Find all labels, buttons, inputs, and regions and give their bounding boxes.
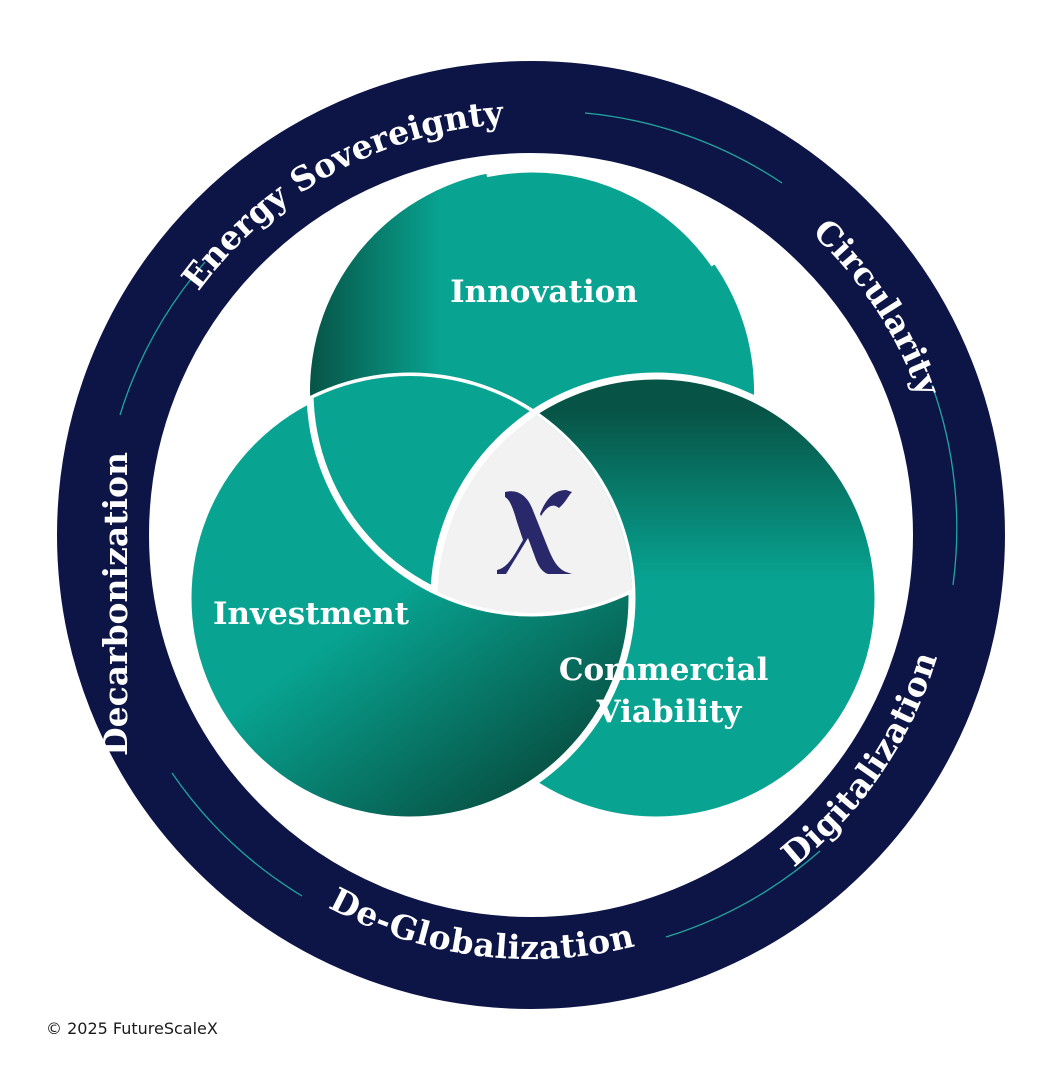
innovation-label: Innovation bbox=[450, 274, 638, 310]
commercial-viability-line-1: Commercial bbox=[559, 652, 769, 688]
ring-label-decarbonization: Decarbonization bbox=[96, 452, 135, 756]
accent-arc-left bbox=[119, 261, 206, 416]
accent-arc-bottom-right bbox=[665, 850, 821, 938]
ring-accent-lines bbox=[119, 112, 958, 938]
futurescalex-x-logo-icon bbox=[497, 490, 572, 574]
accent-arc-right bbox=[931, 384, 958, 586]
commercial-viability-label: Commercial Viability bbox=[559, 652, 779, 730]
commercial-viability-line-2: Viability bbox=[596, 694, 743, 730]
accent-arc-top-right bbox=[584, 112, 783, 184]
investment-label: Investment bbox=[213, 596, 410, 632]
copyright-notice: © 2025 FutureScaleX bbox=[46, 1019, 218, 1038]
accent-arc-bottom-left bbox=[171, 772, 303, 897]
outer-ring bbox=[57, 61, 1005, 1009]
